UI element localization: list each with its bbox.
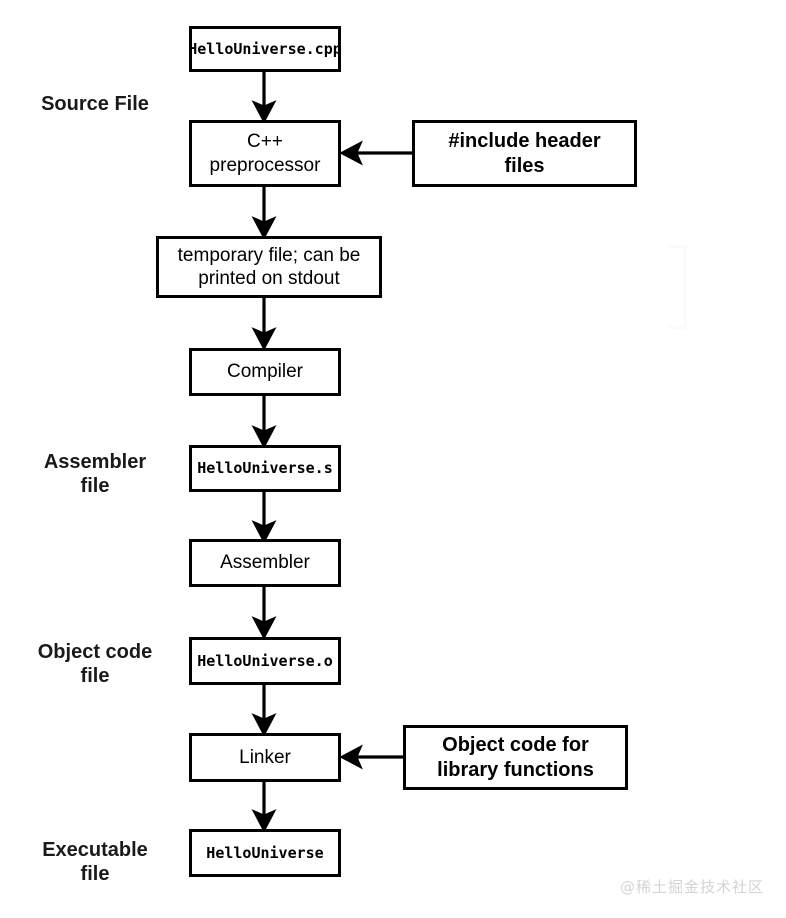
node-include-header-files[interactable]: #include header files xyxy=(412,120,637,187)
node-temporary-file-label-line2: printed on stdout xyxy=(198,268,340,289)
node-preprocessor-label-line2: preprocessor xyxy=(209,154,321,176)
node-compiler-label: Compiler xyxy=(226,361,304,383)
node-include-label-line1: #include header xyxy=(448,130,601,153)
background-watermark-bracket xyxy=(668,245,687,329)
stage-label-assembler-file: Assembler file xyxy=(20,450,170,499)
stage-label-line: Executable xyxy=(42,839,148,861)
node-library-label-line2: library functions xyxy=(437,758,594,781)
node-preprocessor[interactable]: C++ preprocessor xyxy=(189,120,341,187)
stage-label-line: Assembler xyxy=(43,451,147,473)
stage-label-line: file xyxy=(80,863,110,886)
stage-label-line: Source File xyxy=(41,93,149,115)
watermark: @稀土掘金技术社区 xyxy=(620,878,765,896)
stage-label-object-code-file: Object code file xyxy=(20,640,170,689)
node-object-file-label: HelloUniverse.o xyxy=(197,651,333,670)
node-assembler-file[interactable]: HelloUniverse.s xyxy=(189,445,341,492)
node-compiler[interactable]: Compiler xyxy=(189,348,341,396)
stage-label-source-file: Source File xyxy=(20,92,170,117)
node-preprocessor-label-line1: C++ xyxy=(247,131,283,153)
node-source-file-label: HelloUniverse.cpp xyxy=(188,39,342,58)
node-executable-label: HelloUniverse xyxy=(206,843,324,862)
node-linker-label: Linker xyxy=(239,746,291,768)
node-temporary-file-label-line1: temporary file; can be xyxy=(177,244,361,266)
node-assembler[interactable]: Assembler xyxy=(189,539,341,587)
node-linker[interactable]: Linker xyxy=(189,733,341,782)
node-include-label-line2: files xyxy=(504,154,545,177)
node-library-label-line1: Object code for xyxy=(442,734,589,757)
stage-label-executable-file: Executable file xyxy=(20,838,170,887)
node-library-object-code[interactable]: Object code for library functions xyxy=(403,725,628,790)
stage-label-line: file xyxy=(80,475,110,498)
node-assembler-label: Assembler xyxy=(220,552,310,574)
node-executable[interactable]: HelloUniverse xyxy=(189,829,341,877)
stage-label-line: Object code xyxy=(37,641,153,663)
node-object-file[interactable]: HelloUniverse.o xyxy=(189,637,341,685)
stage-label-line: file xyxy=(80,665,110,688)
node-source-file[interactable]: HelloUniverse.cpp xyxy=(188,26,342,72)
node-assembler-file-label: HelloUniverse.s xyxy=(197,459,333,478)
node-temporary-file[interactable]: temporary file; can be printed on stdout xyxy=(156,236,382,298)
